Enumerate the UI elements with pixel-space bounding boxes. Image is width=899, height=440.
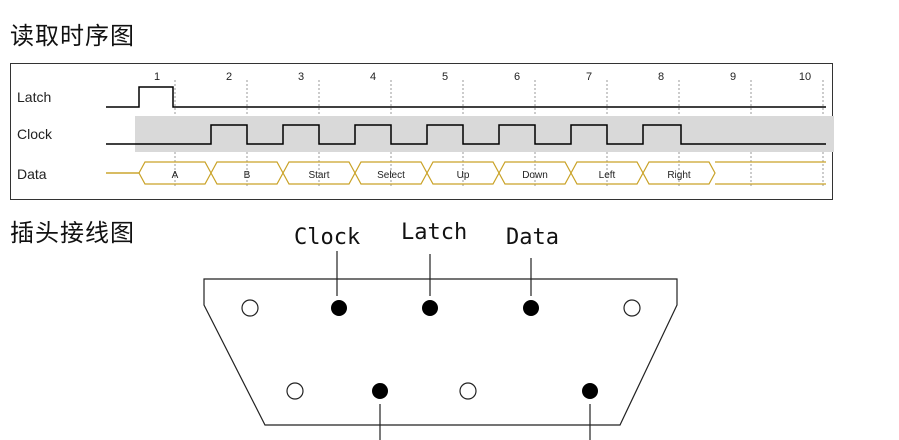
cycle-number-label: 8 bbox=[658, 71, 664, 83]
data-bus-value: A bbox=[172, 170, 179, 181]
cycle-number-label: 7 bbox=[586, 71, 592, 83]
data-pin bbox=[523, 300, 539, 316]
clock-pin bbox=[331, 300, 347, 316]
timing-diagram-title: 读取时序图 bbox=[10, 22, 135, 50]
timing-diagram-canvas: A B Start Select Up Down Left Right 1 2 3 4 5 6 7 8 9 10 bbox=[106, 71, 834, 188]
data-signal-label: Data bbox=[17, 166, 47, 182]
data-bus-value: Start bbox=[308, 170, 329, 181]
data-pin-label: Data bbox=[506, 225, 559, 250]
clock-pin-label: Clock bbox=[294, 225, 360, 250]
cycle-number-label: 2 bbox=[226, 71, 232, 83]
data-bus-value: Up bbox=[457, 170, 470, 181]
cycle-number-label: 4 bbox=[370, 71, 376, 83]
cycle-number-label: 3 bbox=[298, 71, 304, 83]
latch-pin-label: Latch bbox=[401, 220, 467, 245]
data-bus-value: B bbox=[244, 170, 251, 181]
pin-empty bbox=[241, 299, 259, 317]
latch-signal-label: Latch bbox=[17, 89, 52, 105]
connector-outline bbox=[203, 278, 678, 426]
timing-diagram: A B Start Select Up Down Left Right 1 2 3 4 5 6 7 8 9 10… bbox=[10, 63, 834, 200]
pin-empty bbox=[623, 299, 641, 317]
connector-diagram-title: 插头接线图 bbox=[10, 219, 135, 247]
pin-filled bbox=[582, 383, 598, 399]
data-bus-value: Right bbox=[667, 170, 691, 181]
pin-filled bbox=[372, 383, 388, 399]
latch-waveform bbox=[106, 86, 826, 108]
pin-empty bbox=[459, 382, 477, 400]
clock-highlight-band bbox=[135, 116, 834, 152]
cycle-number-label: 9 bbox=[730, 71, 736, 83]
clock-signal-label: Clock bbox=[17, 126, 53, 142]
pin-empty bbox=[286, 382, 304, 400]
clock-waveform bbox=[106, 124, 826, 145]
cycle-number-label: 1 bbox=[154, 71, 160, 83]
cycle-number-label: 5 bbox=[442, 71, 448, 83]
data-bus-value: Down bbox=[522, 170, 548, 181]
cycle-number-label: 6 bbox=[514, 71, 520, 83]
cycle-number-label: 10 bbox=[799, 71, 811, 83]
latch-pin bbox=[422, 300, 438, 316]
data-bus-value: Left bbox=[599, 170, 616, 181]
data-bus-value: Select bbox=[377, 170, 405, 181]
data-bus-cell bbox=[642, 161, 716, 185]
